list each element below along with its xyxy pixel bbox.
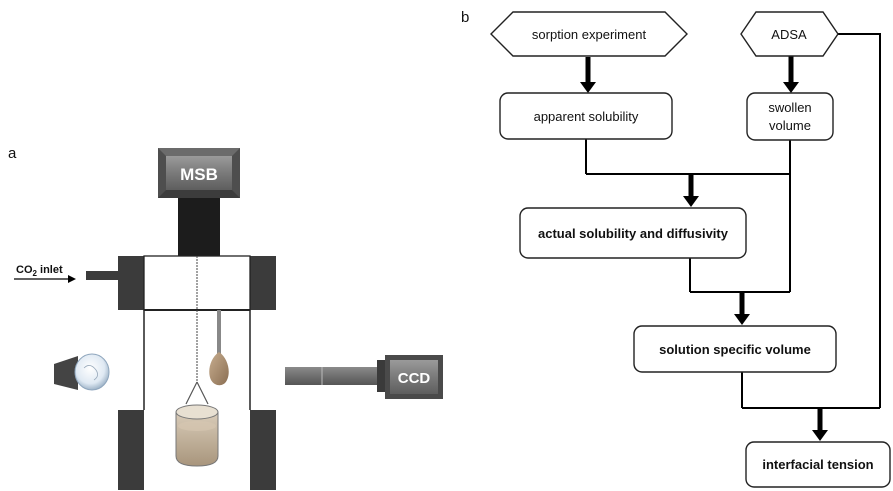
panel-b-label: b — [461, 9, 469, 26]
cell-wall-left-upper — [118, 256, 144, 310]
solution-specific-volume-node — [633, 325, 837, 373]
light-bulb — [74, 353, 110, 391]
msb-bevel-top — [158, 148, 240, 156]
cell-wall-right-upper — [250, 256, 276, 310]
actual-solubility-node — [519, 207, 747, 259]
adsa-node — [740, 11, 839, 57]
sample-container — [175, 411, 219, 467]
ccd-mount — [377, 360, 385, 392]
light-housing — [54, 356, 78, 390]
swollen-volume-node — [746, 92, 834, 141]
apparent-solubility-node — [499, 92, 673, 140]
arrowhead-apparent-solubility — [580, 82, 596, 93]
bulb-filament — [83, 365, 98, 381]
co2-inlet-arrowhead — [68, 275, 76, 283]
sample-container-rim — [175, 404, 219, 420]
arrowhead-interfacial-tension — [812, 430, 828, 441]
arrowhead-actual-solubility — [683, 196, 699, 207]
panel-b: b sorption experiment ADSA apparent solu… — [461, 9, 891, 488]
sorption-experiment-label: sorption experiment — [532, 27, 647, 42]
connector-adsa-side — [838, 33, 881, 408]
interfacial-tension-label: interfacial tension — [762, 457, 873, 472]
adsa-label: ADSA — [771, 27, 807, 42]
arrowhead-solution-volume — [734, 314, 750, 325]
co2-inlet-label: CO2 inlet — [16, 264, 63, 278]
pendant-drop — [209, 352, 229, 386]
msb-label: MSB — [180, 165, 218, 184]
magnetic-coupling — [178, 198, 220, 256]
basket-hanger-right — [196, 381, 209, 405]
sorption-experiment-node — [490, 11, 688, 57]
interfacial-tension-node — [745, 441, 891, 488]
msb-face — [166, 156, 232, 190]
apparent-solubility-label: apparent solubility — [534, 109, 639, 124]
msb-unit: MSB — [158, 148, 240, 198]
sample-surface — [178, 421, 216, 431]
co2-inlet-pipe — [86, 271, 118, 280]
ccd-face — [390, 360, 438, 394]
basket-hanger-left — [185, 381, 198, 405]
ccd-label: CCD — [398, 370, 431, 387]
actual-solubility-label: actual solubility and diffusivity — [538, 226, 729, 241]
swollen-volume-label-line2: volume — [769, 118, 811, 133]
cell-wall-left-lower — [118, 410, 144, 490]
solution-specific-volume-label: solution specific volume — [659, 342, 811, 357]
arrowhead-swollen-volume — [783, 82, 799, 93]
panel-a: a MSB CO2 inlet — [8, 145, 443, 490]
panel-a-label: a — [8, 145, 17, 162]
cell-wall-right-lower — [250, 410, 276, 490]
msb-bevel-bottom — [158, 190, 240, 198]
ccd-lens-tube — [285, 367, 377, 385]
needle-rod — [217, 310, 221, 354]
swollen-volume-label-line1: swollen — [768, 100, 811, 115]
